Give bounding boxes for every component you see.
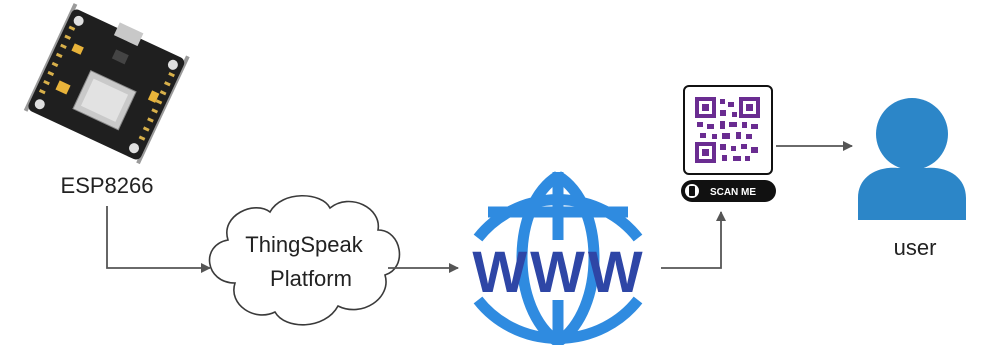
www-label: WWW	[472, 240, 645, 305]
www-globe-icon	[473, 171, 643, 345]
cloud-label-line1: ThingSpeak	[245, 232, 363, 257]
arrow-www-to-qr	[661, 211, 726, 269]
scan-me-label: SCAN ME	[710, 187, 756, 198]
qr-code-icon	[681, 85, 776, 202]
cloud-shape	[208, 194, 401, 326]
esp8266-board-image	[23, 3, 190, 165]
user-label: user	[894, 235, 937, 260]
esp8266-label: ESP8266	[61, 173, 154, 198]
cloud-label-line2: Platform	[270, 266, 352, 291]
arrow-esp-to-cloud	[106, 206, 211, 273]
user-icon	[858, 98, 966, 220]
